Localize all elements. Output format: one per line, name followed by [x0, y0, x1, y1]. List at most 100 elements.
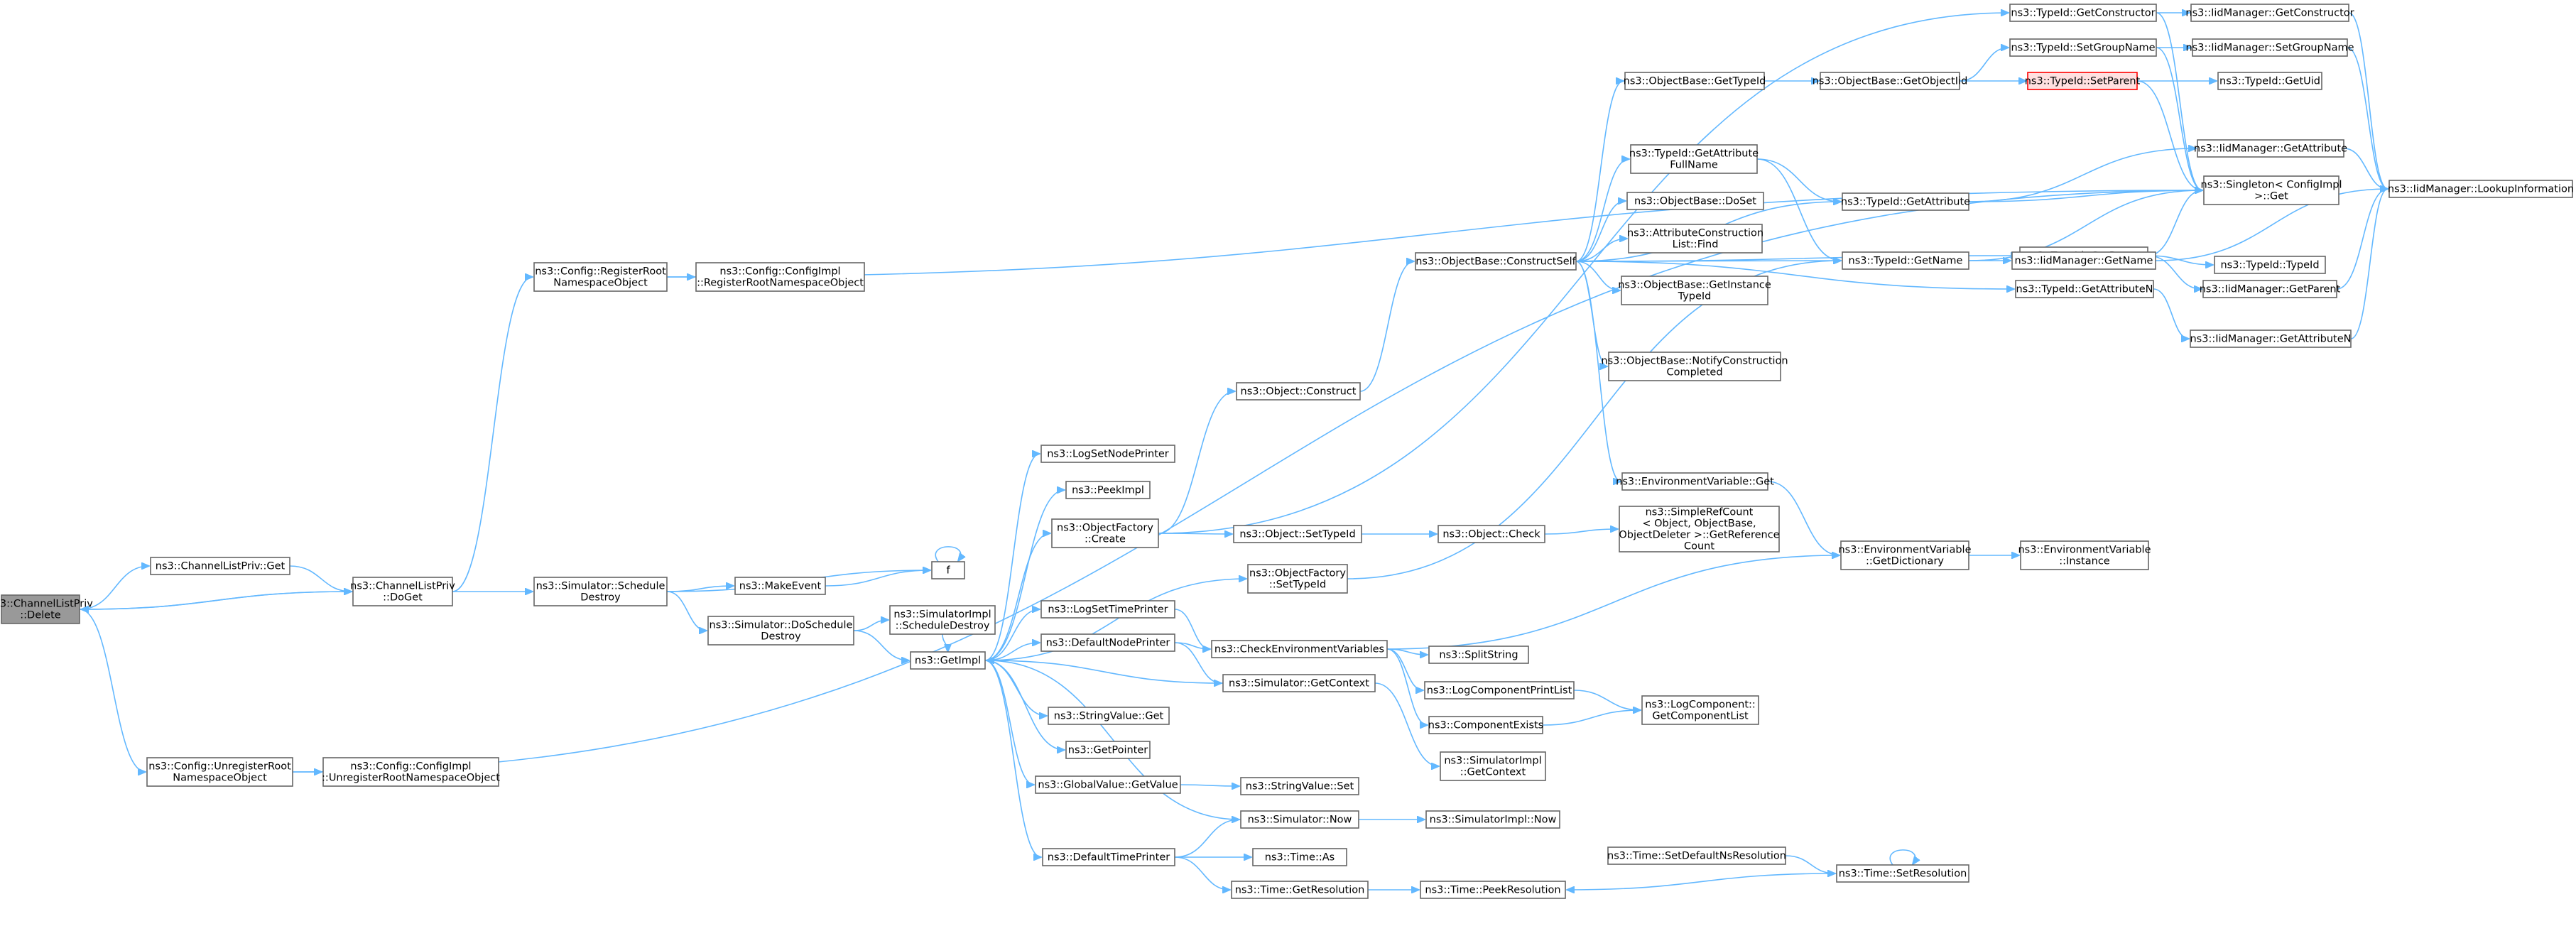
node-ns3-checkenvironmentvariables[interactable]: ns3::CheckEnvironmentVariables: [1211, 640, 1388, 658]
node-box[interactable]: [1619, 506, 1780, 552]
node-box[interactable]: [2190, 4, 2349, 22]
node-box[interactable]: [322, 757, 499, 787]
node-box[interactable]: [1607, 846, 1786, 865]
node-ns3-channellistpriv-get[interactable]: ns3::ChannelListPriv::Get: [150, 557, 290, 575]
node-ns3-typeid-setparent[interactable]: ns3::TypeId::SetParent: [2025, 72, 2141, 90]
node-ns3-simulatorimpl-getcontext[interactable]: ns3::SimulatorImpl::GetContext: [1440, 751, 1546, 781]
node-box[interactable]: [2015, 280, 2154, 298]
node-box[interactable]: [1428, 646, 1529, 664]
node-ns3-logcomponentprintlist[interactable]: ns3::LogComponentPrintList: [1424, 681, 1575, 699]
node-f[interactable]: f: [931, 561, 965, 579]
node-ns3-typeid-getattributen[interactable]: ns3::TypeId::GetAttributeN: [2015, 280, 2154, 298]
node-box[interactable]: [1425, 810, 1560, 829]
node-ns3-stringvalue-get[interactable]: ns3::StringValue::Get: [1048, 707, 1170, 725]
node-box[interactable]: [1420, 881, 1566, 899]
node-ns3-typeid-getattribute[interactable]: ns3::TypeId::GetAttribute: [1841, 192, 1970, 211]
node-box[interactable]: [1040, 445, 1175, 463]
node-ns3-typeid-typeid[interactable]: ns3::TypeId::TypeId: [2214, 256, 2326, 274]
node-box[interactable]: [910, 651, 986, 670]
node-box[interactable]: [1440, 751, 1546, 781]
node-box[interactable]: [2203, 175, 2339, 205]
node-ns3-iidmanager-getattribute[interactable]: ns3::IidManager::GetAttribute: [2194, 139, 2347, 158]
node-box[interactable]: [150, 557, 290, 575]
node-box[interactable]: [2009, 38, 2157, 57]
node-ns3-config-registerroot-namespaceobject[interactable]: ns3::Config::RegisterRootNamespaceObject: [533, 262, 668, 292]
node-box[interactable]: [1836, 864, 1969, 883]
node-ns3-config-configimpl-registerrootnamespaceobject[interactable]: ns3::Config::ConfigImpl::RegisterRootNam…: [695, 262, 865, 292]
node-ns3-typeid-getuid[interactable]: ns3::TypeId::GetUid: [2217, 72, 2322, 90]
node-box[interactable]: [1042, 848, 1175, 866]
node-box[interactable]: [2197, 139, 2344, 158]
node-box[interactable]: [1040, 600, 1175, 619]
node-ns3-simulator-now[interactable]: ns3::Simulator::Now: [1240, 810, 1359, 829]
node-box[interactable]: [1065, 481, 1151, 499]
node-box[interactable]: [146, 757, 293, 787]
node-ns3-getimpl[interactable]: ns3::GetImpl: [910, 651, 986, 670]
node-box[interactable]: [1424, 681, 1575, 699]
node-box[interactable]: [352, 577, 453, 606]
node-box[interactable]: [1428, 716, 1543, 734]
node-box[interactable]: [1840, 540, 1969, 570]
node-box[interactable]: [2217, 72, 2322, 90]
node-box[interactable]: [2009, 4, 2157, 22]
node-box[interactable]: [931, 561, 965, 579]
node-box[interactable]: [1231, 881, 1369, 899]
node-box[interactable]: [1252, 848, 1347, 866]
node-ns3-config-configimpl-unregisterrootnamespaceobject[interactable]: ns3::Config::ConfigImpl::UnregisterRootN…: [322, 757, 500, 787]
node-box[interactable]: [1628, 224, 1763, 254]
node-box[interactable]: [2202, 280, 2337, 298]
node-ns3-objectbase-gettypeid[interactable]: ns3::ObjectBase::GetTypeId: [1624, 72, 1766, 90]
node-box[interactable]: [1051, 518, 1159, 548]
node-box[interactable]: [734, 577, 826, 595]
node-box[interactable]: [2192, 38, 2348, 57]
node-ns3-time-getresolution[interactable]: ns3::Time::GetResolution: [1231, 881, 1369, 899]
node-ns3-globalvalue-getvalue[interactable]: ns3::GlobalValue::GetValue: [1035, 775, 1181, 794]
node-box[interactable]: [1211, 640, 1388, 658]
node-ns3-environmentvariable-getdictionary[interactable]: ns3::EnvironmentVariable::GetDictionary: [1838, 540, 1972, 570]
node-box[interactable]: [533, 262, 668, 292]
node-box[interactable]: [1233, 525, 1362, 543]
node-box[interactable]: [1236, 382, 1361, 401]
node-ns3-typeid-getconstructor[interactable]: ns3::TypeId::GetConstructor: [2009, 4, 2157, 22]
node-ns3-typeid-getname[interactable]: ns3::TypeId::GetName: [1842, 251, 1969, 270]
node-box[interactable]: [2027, 72, 2138, 90]
node-ns3-logsetnodeprinter[interactable]: ns3::LogSetNodePrinter: [1040, 445, 1175, 463]
node-box[interactable]: [1065, 741, 1151, 759]
node-ns3-objectbase-getobjectiid[interactable]: ns3::ObjectBase::GetObjectIid: [1813, 72, 1968, 90]
node-box[interactable]: [1, 594, 80, 624]
node-box[interactable]: [1222, 674, 1376, 692]
node-box[interactable]: [1035, 775, 1181, 794]
node-ns3-channellistpriv-delete[interactable]: ns3::ChannelListPriv::Delete: [0, 594, 93, 624]
node-ns3-objectbase-notifyconstruction-completed[interactable]: ns3::ObjectBase::NotifyConstructionCompl…: [1601, 352, 1788, 381]
node-box[interactable]: [2388, 180, 2573, 198]
node-ns3-defaultnodeprinter[interactable]: ns3::DefaultNodePrinter: [1040, 633, 1175, 652]
node-box[interactable]: [1626, 192, 1764, 210]
node-box[interactable]: [1641, 695, 1759, 725]
node-box[interactable]: [1621, 276, 1768, 305]
node-box[interactable]: [1608, 352, 1781, 381]
node-ns3-iidmanager-getconstructor[interactable]: ns3::IidManager::GetConstructor: [2185, 4, 2354, 22]
node-ns3-environmentvariable-get[interactable]: ns3::EnvironmentVariable::Get: [1616, 472, 1774, 491]
node-ns3-stringvalue-set[interactable]: ns3::StringValue::Set: [1240, 777, 1359, 795]
node-ns3-logcomponent-getcomponentlist[interactable]: ns3::LogComponent::GetComponentList: [1641, 695, 1759, 725]
node-ns3-simulatorimpl-now[interactable]: ns3::SimulatorImpl::Now: [1425, 810, 1560, 829]
node-ns3-simulatorimpl-scheduledestroy[interactable]: ns3::SimulatorImpl::ScheduleDestroy: [889, 605, 996, 635]
node-box[interactable]: [1040, 633, 1175, 652]
node-ns3-object-construct[interactable]: ns3::Object::Construct: [1236, 382, 1361, 401]
node-ns3-objectbase-doset[interactable]: ns3::ObjectBase::DoSet: [1626, 192, 1764, 210]
node-ns3-getpointer[interactable]: ns3::GetPointer: [1065, 741, 1151, 759]
node-ns3-channellistpriv-doget[interactable]: ns3::ChannelListPriv::DoGet: [350, 577, 455, 606]
node-ns3-singleton-configimpl-get[interactable]: ns3::Singleton< ConfigImpl >::Get: [2201, 175, 2342, 205]
node-ns3-environmentvariable-instance[interactable]: ns3::EnvironmentVariable::Instance: [2018, 540, 2151, 570]
node-ns3-iidmanager-getparent[interactable]: ns3::IidManager::GetParent: [2200, 280, 2341, 298]
node-box[interactable]: [1630, 144, 1758, 174]
node-box[interactable]: [1048, 707, 1170, 725]
node-ns3-iidmanager-getattributen[interactable]: ns3::IidManager::GetAttributeN: [2190, 330, 2352, 348]
node-box[interactable]: [1842, 192, 1969, 211]
node-box[interactable]: [1415, 252, 1577, 271]
node-ns3-object-check[interactable]: ns3::Object::Check: [1438, 525, 1545, 543]
node-box[interactable]: [1842, 251, 1969, 270]
